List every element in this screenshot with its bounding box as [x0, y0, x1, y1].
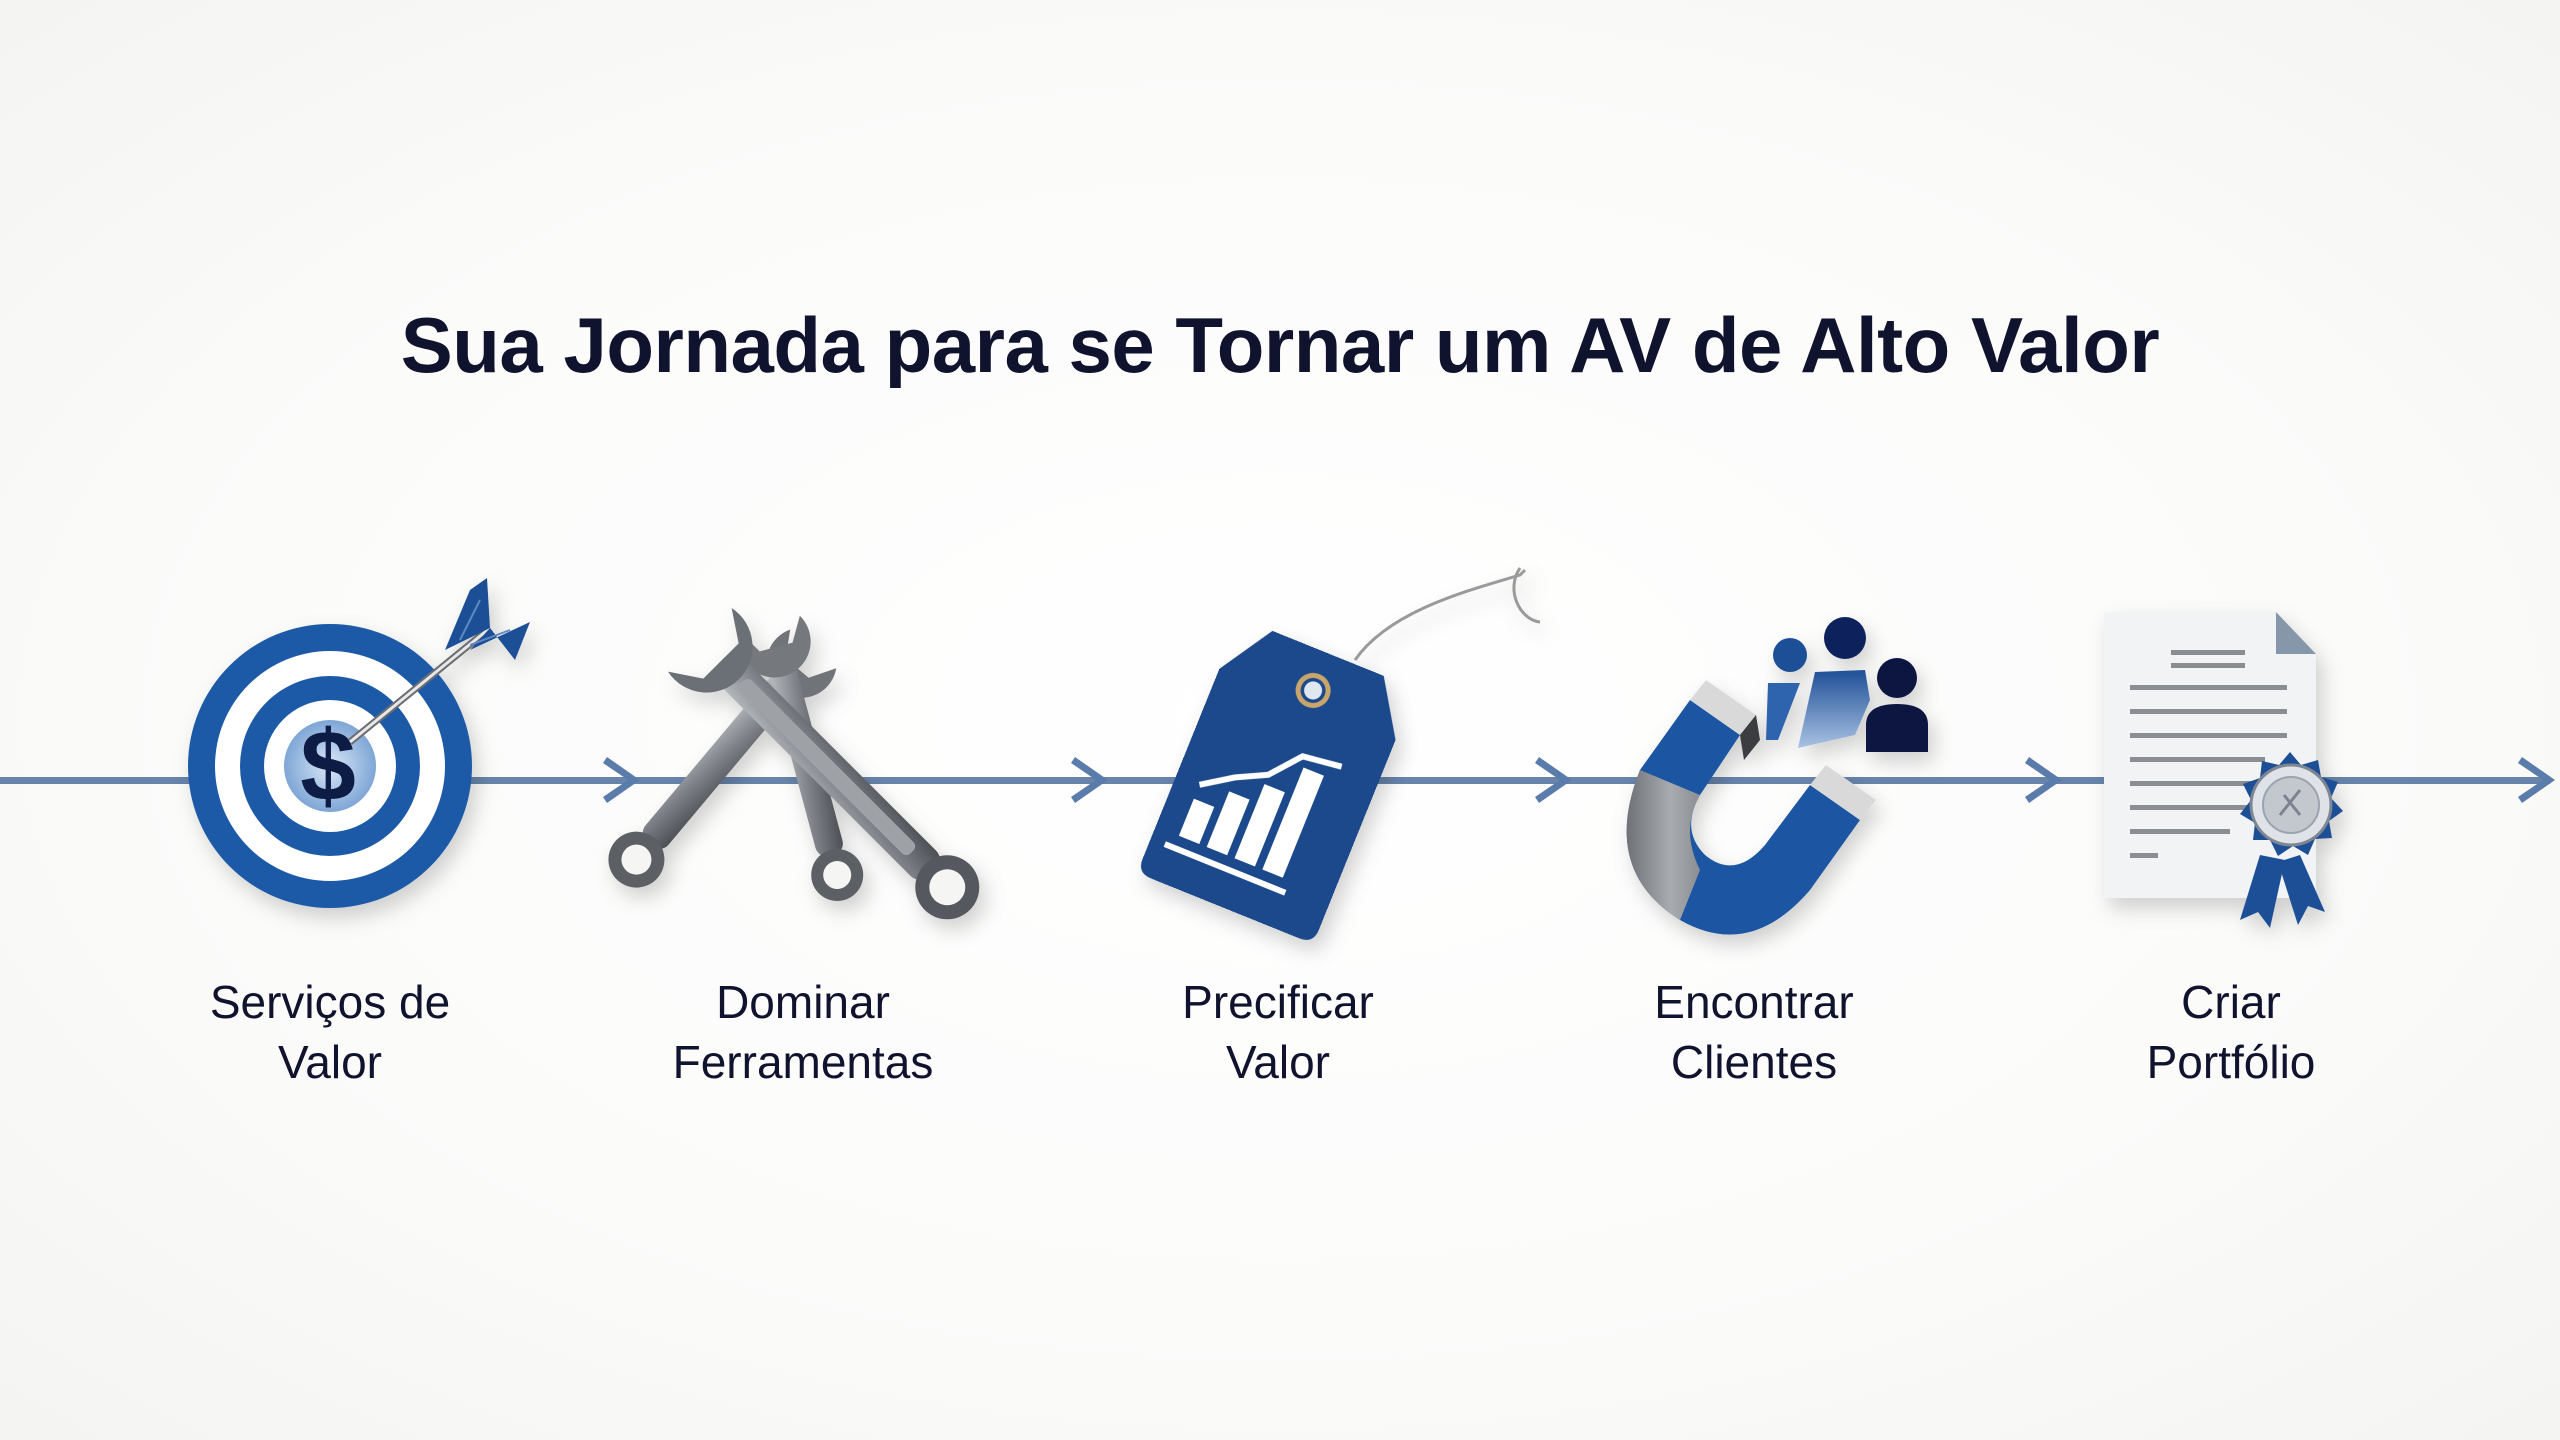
step-label: Criar Portfólio — [2031, 972, 2431, 1092]
step-label-line: Clientes — [1670, 1036, 1838, 1088]
step-label: Encontrar Clientes — [1554, 972, 1954, 1092]
step-label-line: Serviços de — [209, 976, 451, 1028]
step-label: Dominar Ferramentas — [603, 972, 1003, 1092]
target-dollar-icon: $ — [188, 578, 530, 908]
step-label-line: Valor — [1226, 1036, 1330, 1088]
certificate-document-icon — [2104, 612, 2343, 928]
arrow-icon — [2518, 757, 2555, 803]
step-label-line: Encontrar — [1654, 976, 1854, 1028]
step-label-line: Ferramentas — [672, 1036, 934, 1088]
step-label-line: Portfólio — [2146, 1036, 2316, 1088]
arrow-icon — [2025, 757, 2062, 803]
step-label-line: Precificar — [1182, 976, 1374, 1028]
step-label-line: Criar — [2181, 976, 2281, 1028]
page-title: Sua Jornada para se Tornar um AV de Alto… — [400, 301, 2160, 390]
price-tag-chart-icon — [1141, 567, 1541, 940]
step-label: Precificar Valor — [1078, 972, 1478, 1092]
svg-text:$: $ — [300, 710, 356, 822]
wrenches-icon — [608, 607, 980, 920]
magnet-people-icon — [1626, 617, 1928, 935]
arrow-icon — [603, 757, 640, 803]
arrow-icon — [1071, 757, 1108, 803]
step-label-line: Dominar — [716, 976, 890, 1028]
step-label: Serviços de Valor — [130, 972, 530, 1092]
arrow-icon — [1535, 757, 1572, 803]
step-label-line: Valor — [278, 1036, 382, 1088]
